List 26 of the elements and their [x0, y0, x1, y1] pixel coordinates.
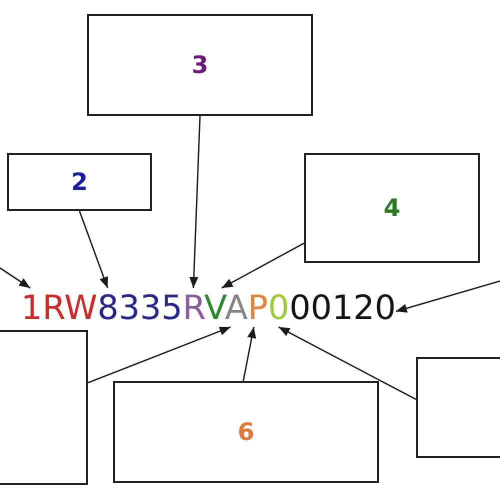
callout-box: [0, 330, 88, 485]
callout-box: [304, 153, 480, 263]
callout-box: [87, 14, 313, 116]
arrow: [0, 267, 31, 289]
code-label: 8335: [97, 288, 183, 327]
callout-number: 3: [192, 53, 208, 77]
code-label: V: [204, 288, 225, 327]
callout-box: [416, 357, 500, 458]
arrow: [189, 116, 201, 288]
callout-number: 6: [238, 420, 254, 444]
arrow: [78, 210, 108, 288]
arrow: [221, 242, 304, 289]
code-label: P: [248, 288, 268, 327]
code-label: R: [182, 288, 204, 327]
callout-number: 2: [71, 170, 88, 194]
callout-box: [113, 381, 379, 483]
arrow: [242, 326, 256, 382]
arrow: [278, 326, 416, 400]
callout-box: [7, 153, 152, 211]
arrow: [88, 326, 231, 384]
code-label: 0: [268, 288, 290, 327]
code-label: 00120: [289, 288, 396, 327]
code-label: A: [224, 288, 248, 327]
code-label: 1RW: [21, 288, 98, 327]
callout-number: 4: [384, 196, 400, 220]
arrow: [396, 280, 500, 313]
